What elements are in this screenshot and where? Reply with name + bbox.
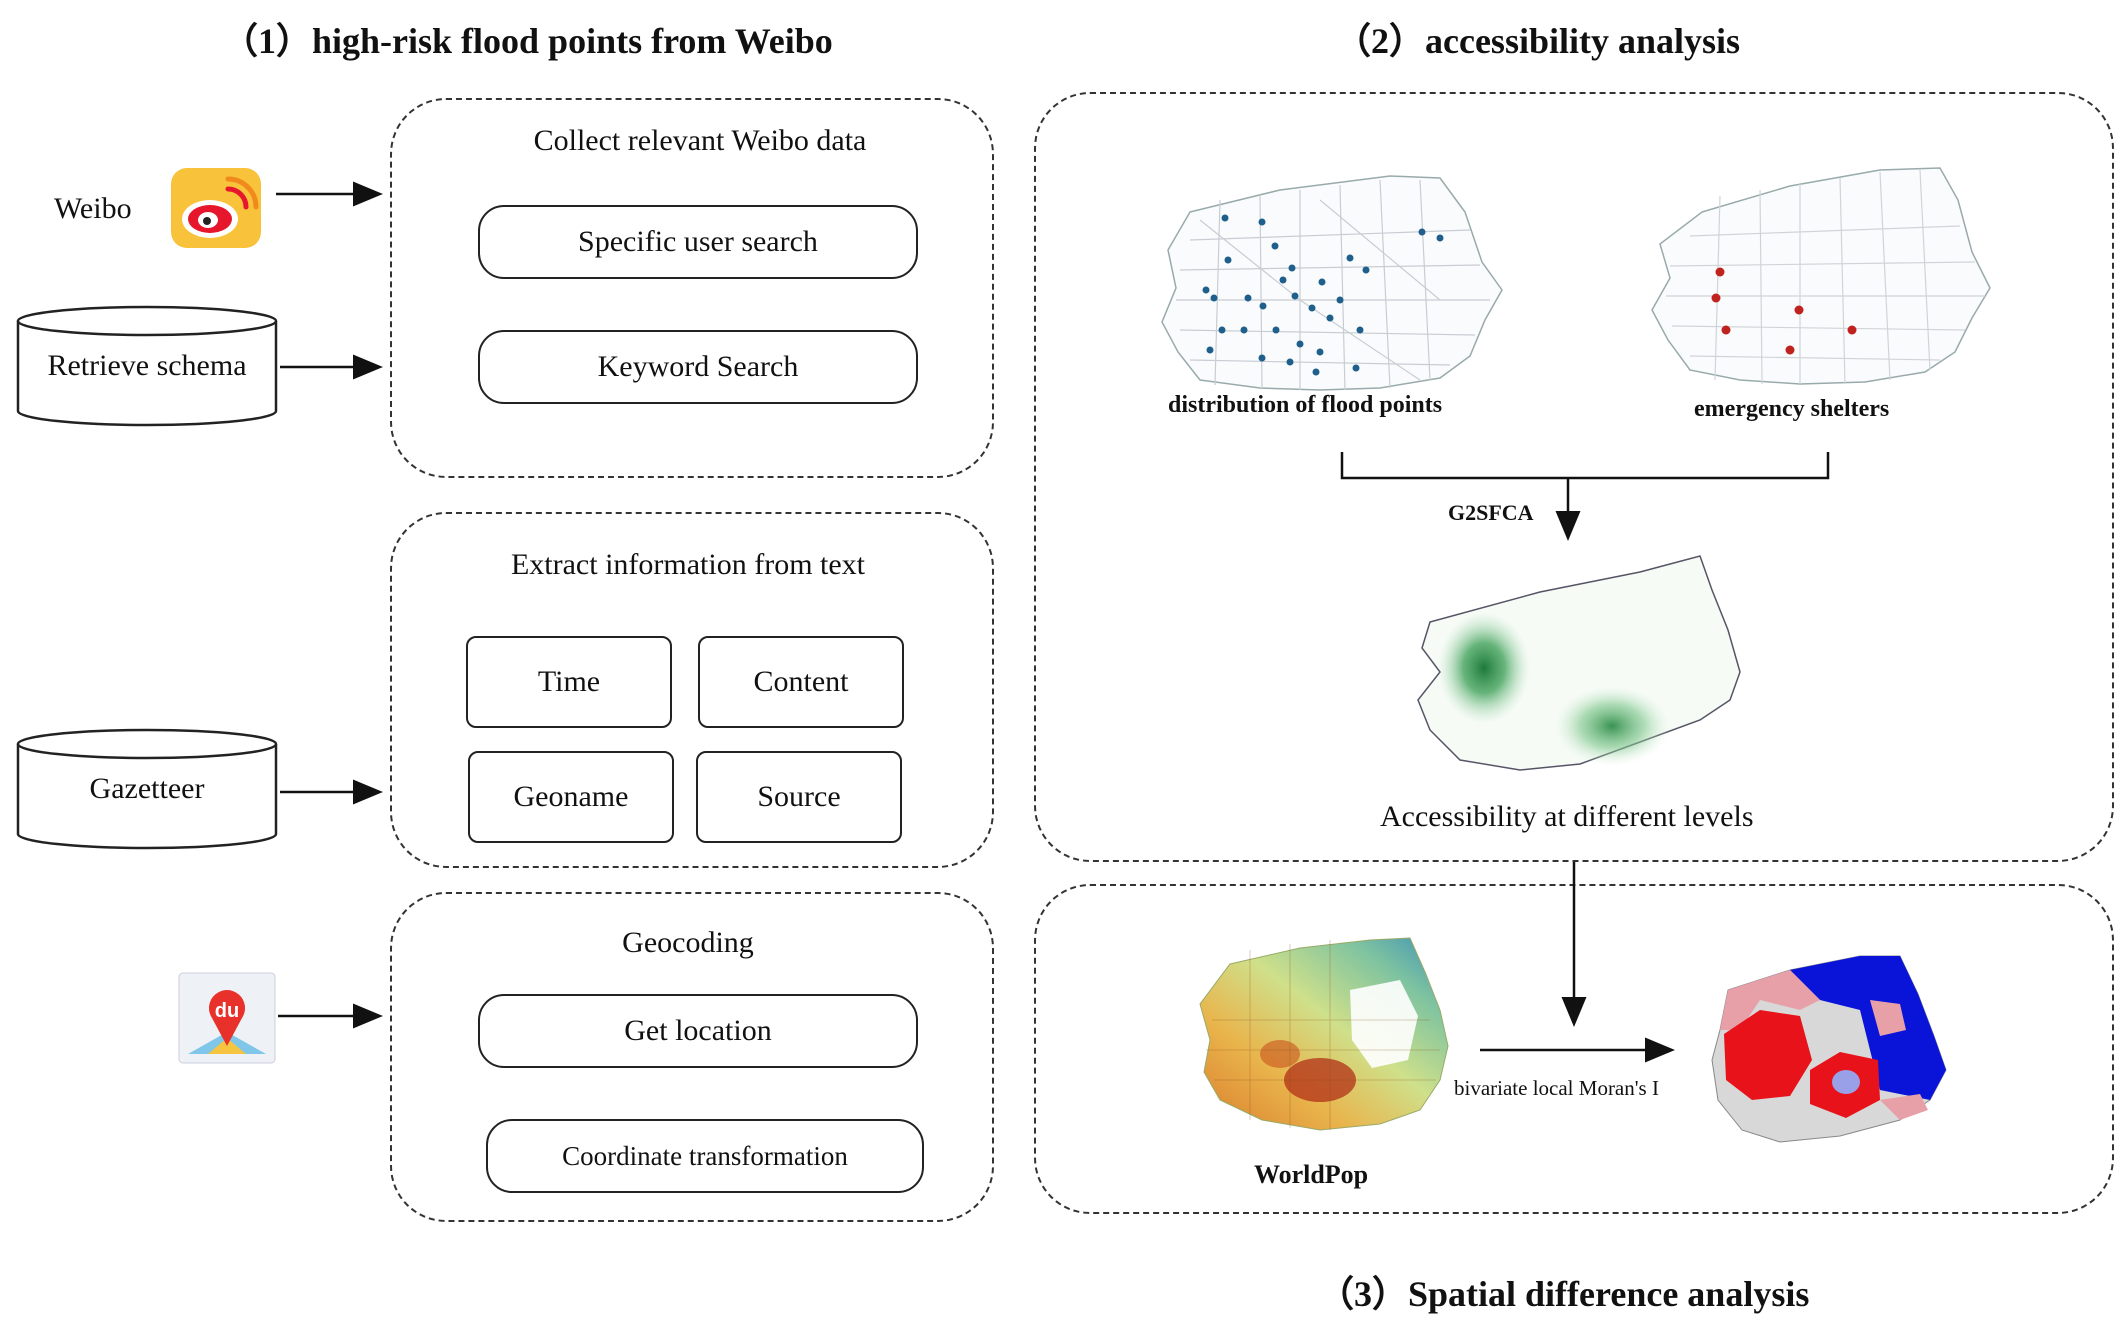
accessibility-panel <box>1034 92 2114 862</box>
time-box: Time <box>466 636 672 728</box>
extract-panel <box>390 512 994 868</box>
section3-title: （3）Spatial difference analysis <box>1318 1274 1810 1314</box>
extract-heading: Extract information from text <box>510 548 866 581</box>
baidu-map-icon: du <box>178 972 276 1064</box>
baidu-icon-text: du <box>215 1000 239 1022</box>
moran-map <box>1711 955 1947 1143</box>
source-box: Source <box>696 751 902 843</box>
shelter-markers <box>1711 267 1857 355</box>
flood-points-caption: distribution of flood points <box>1168 392 1443 418</box>
worldpop-map <box>1199 937 1449 1131</box>
weibo-icon <box>170 167 262 249</box>
g2sfca-label: G2SFCA <box>1448 500 1534 525</box>
gazetteer-label: Gazetteer <box>89 772 205 805</box>
collect-panel <box>390 98 994 478</box>
geoname-box: Geoname <box>468 751 674 843</box>
weibo-label: Weibo <box>54 192 132 225</box>
flood-point-markers <box>1202 214 1444 376</box>
retrieve-schema-label: Retrieve schema <box>47 349 247 382</box>
geocoding-heading: Geocoding <box>622 926 754 959</box>
merge-bracket <box>1340 452 1830 480</box>
specific-user-search-box: Specific user search <box>478 205 918 279</box>
content-box: Content <box>698 636 904 728</box>
accessibility-map <box>1417 555 1741 771</box>
moran-label: bivariate local Moran's I <box>1454 1076 1659 1100</box>
accessibility-caption: Accessibility at different levels <box>1380 800 1754 833</box>
worldpop-caption: WorldPop <box>1254 1160 1369 1189</box>
section1-title: （1）high-risk flood points from Weibo <box>222 21 833 61</box>
retrieve-schema-database <box>16 305 278 427</box>
section2-title: （2）accessibility analysis <box>1335 21 1741 61</box>
shelters-caption: emergency shelters <box>1694 396 1890 422</box>
keyword-search-box: Keyword Search <box>478 330 918 404</box>
shelters-map <box>1651 167 1991 385</box>
collect-heading: Collect relevant Weibo data <box>533 124 867 157</box>
coordinate-transformation-box: Coordinate transformation <box>486 1119 924 1193</box>
get-location-box: Get location <box>478 994 918 1068</box>
gazetteer-database <box>16 728 278 850</box>
geocoding-panel <box>390 892 994 1222</box>
flood-points-map <box>1161 175 1503 391</box>
